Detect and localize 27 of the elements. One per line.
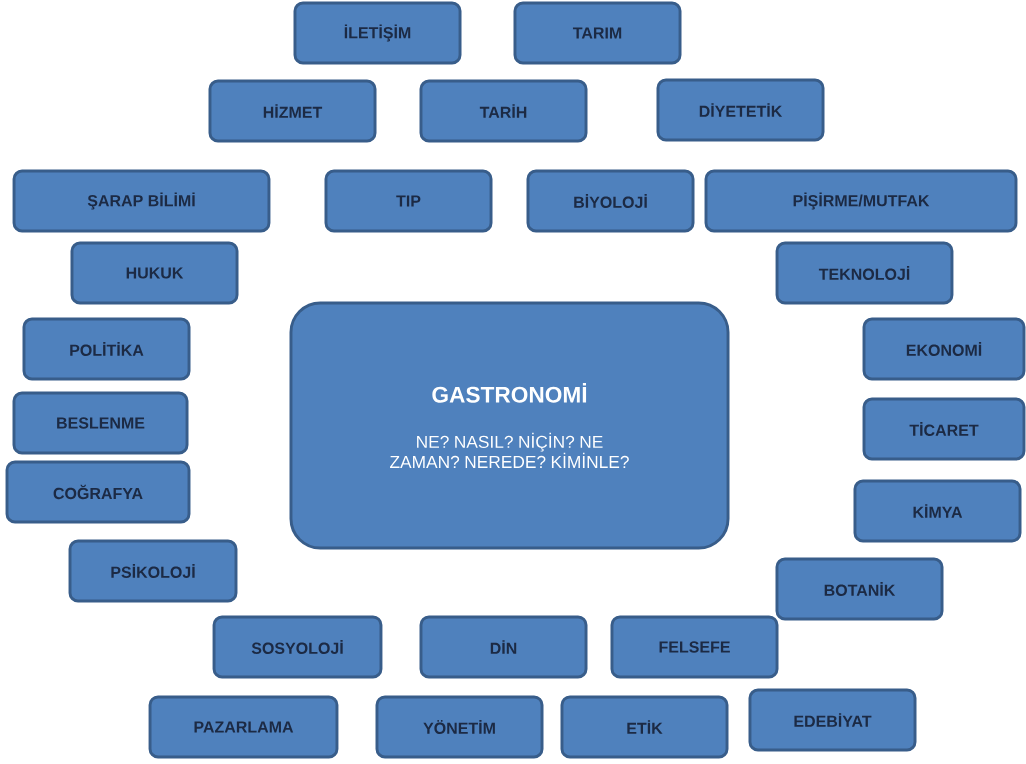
topic-box: DİYETETİK [656,78,825,142]
topic-box: PAZARLAMA [148,695,339,759]
topic-box: SOSYOLOJİ [212,615,383,679]
topic-box: EKONOMİ [862,317,1026,381]
topic-box: TİCARET [862,397,1026,461]
topic-box: HUKUK [70,241,239,305]
topic-box: TIP [324,169,493,233]
topic-box: POLİTİKA [22,317,191,381]
topic-box: PSİKOLOJİ [68,539,238,603]
topic-box: BİYOLOJİ [526,169,695,233]
topic-box: ETİK [560,695,729,759]
topic-box: DİN [419,615,588,679]
topic-box: KİMYA [853,479,1022,543]
topic-box: PİŞİRME/MUTFAK [704,169,1018,233]
topic-box: TARİH [419,79,588,143]
topic-box: EDEBİYAT [748,688,917,752]
topic-box: HİZMET [208,79,377,143]
topic-box: ŞARAP BİLİMİ [12,169,271,233]
topic-box: TEKNOLOJİ [775,241,954,305]
topic-box: TARIM [513,1,682,65]
topic-box: BESLENME [12,391,189,455]
topic-box: COĞRAFYA [5,460,191,524]
topic-box: YÖNETİM [375,695,544,759]
topic-box: FELSEFE [610,615,779,679]
topic-box: BOTANİK [775,557,944,621]
topic-box: İLETİŞİM [293,1,462,65]
central-box: GASTRONOMİ NE? NASIL? NİÇİN? NE ZAMAN? NEREDE? KİMİNLE? [289,301,730,550]
